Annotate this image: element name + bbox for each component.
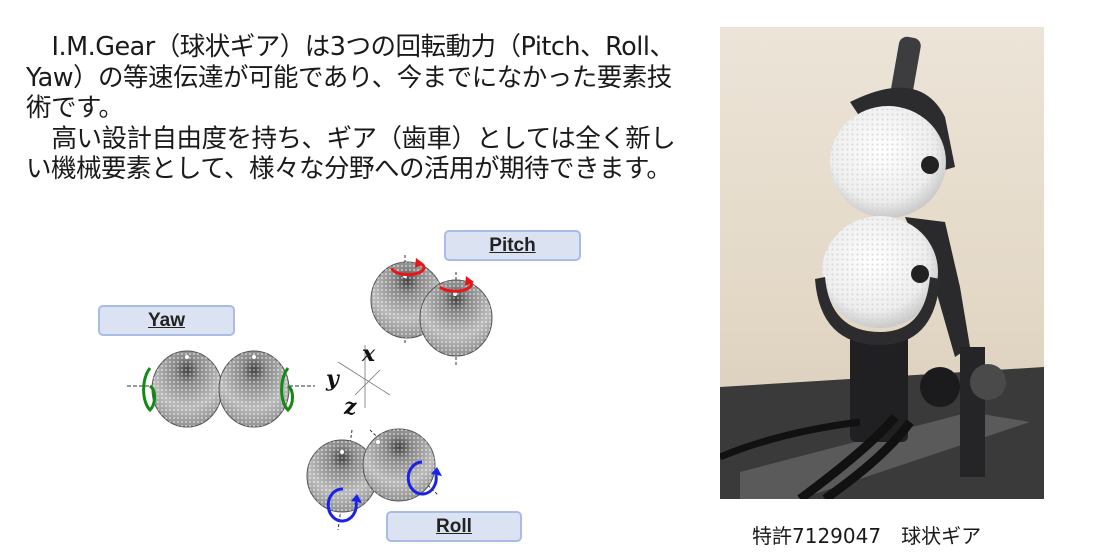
yaw-label: Yaw xyxy=(98,305,235,336)
svg-text:y: y xyxy=(325,366,341,392)
spherical-gear-device-image xyxy=(720,36,1044,499)
svg-text:x: x xyxy=(361,341,376,367)
device-photo xyxy=(720,27,1044,499)
roll-label: Roll xyxy=(386,511,522,542)
patent-caption: 特許7129047 球状ギア xyxy=(752,524,982,548)
yaw-gears-icon xyxy=(127,350,315,428)
description-text: I.M.Gear（球状ギア）は3つの回転動力（Pitch、Roll、Yaw）の等… xyxy=(26,32,686,185)
pitch-gears-icon xyxy=(370,255,493,365)
pitch-label: Pitch xyxy=(444,230,581,261)
description-paragraph-1: I.M.Gear（球状ギア）は3つの回転動力（Pitch、Roll、Yaw）の等… xyxy=(26,32,675,123)
description-paragraph-2: 高い設計自由度を持ち、ギア（歯車）としては全く新しい機械要素として、様々な分野へ… xyxy=(26,123,676,185)
svg-text:z: z xyxy=(343,394,357,420)
axis-triad-icon: x y z xyxy=(325,341,391,420)
